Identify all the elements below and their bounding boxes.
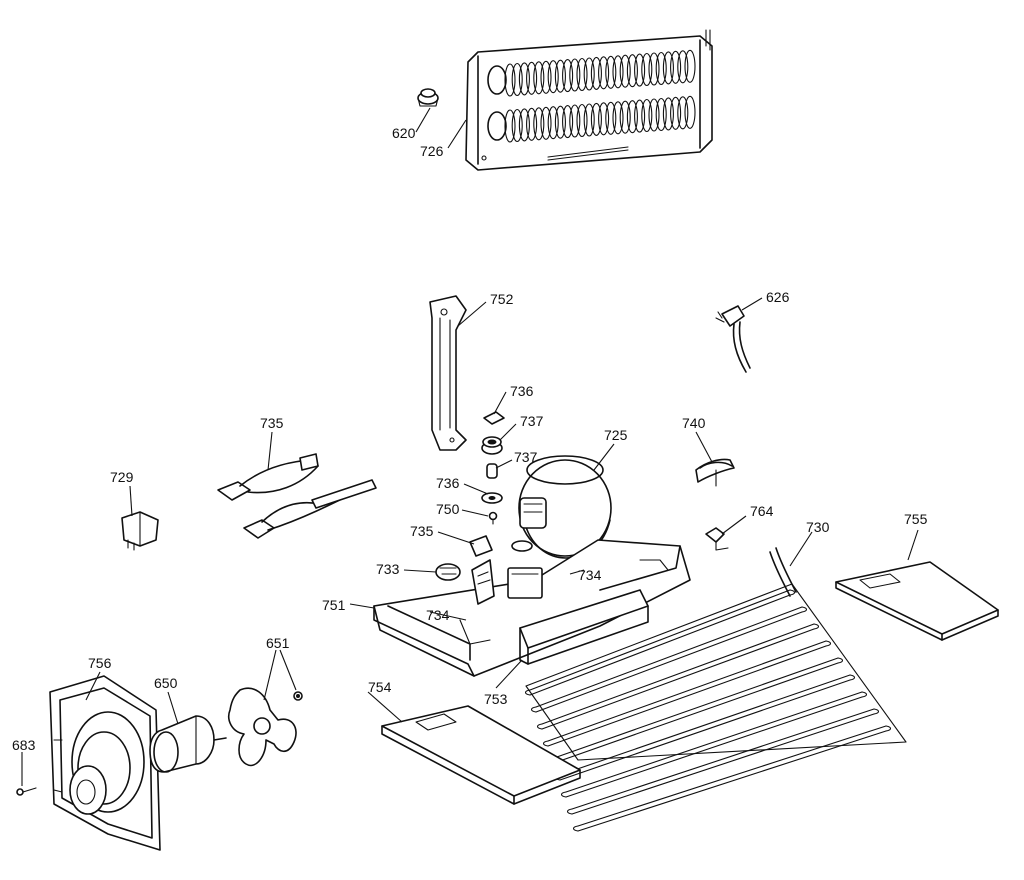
label-737-upper: 737 (520, 413, 544, 429)
label-754: 754 (368, 679, 392, 695)
overload-733 (435, 563, 461, 581)
grommet-736-upper (483, 411, 505, 425)
grommet-620 (417, 88, 439, 107)
panel-755 (835, 561, 999, 641)
label-736-upper: 736 (510, 383, 534, 399)
relay-729 (121, 511, 159, 551)
label-650: 650 (154, 675, 178, 691)
label-751: 751 (322, 597, 346, 613)
label-764: 764 (750, 503, 774, 519)
screw-750 (488, 511, 498, 525)
label-730: 730 (806, 519, 830, 535)
label-735-harness: 735 (260, 415, 284, 431)
condenser-coil-panel (465, 29, 713, 171)
label-725: 725 (604, 427, 628, 443)
label-626: 626 (766, 289, 790, 305)
label-755: 755 (904, 511, 928, 527)
label-756: 756 (88, 655, 112, 671)
label-753: 753 (484, 691, 508, 707)
label-750: 750 (436, 501, 460, 517)
label-740: 740 (682, 415, 706, 431)
base-pan-751 (373, 539, 691, 677)
sleeve-737-lower (486, 463, 498, 479)
label-734-right: 734 (578, 567, 602, 583)
fan-motor-650 (149, 715, 227, 773)
washer-736-lower (481, 492, 503, 504)
fan-blade-651 (228, 687, 297, 767)
fan-shroud-756 (49, 675, 161, 851)
rail-753 (519, 589, 649, 665)
condenser-grid-730 (524, 547, 907, 832)
cover-735-small (469, 535, 493, 557)
label-729: 729 (110, 469, 134, 485)
part-labels: 620 726 752 626 736 737 735 725 740 737 … (12, 125, 928, 753)
leader-lines (21, 107, 919, 786)
label-737-lower: 737 (514, 449, 538, 465)
label-752: 752 (490, 291, 514, 307)
clamp-764 (705, 527, 729, 551)
mount-737-upper (481, 436, 503, 455)
bracket-752 (429, 295, 467, 451)
label-733: 733 (376, 561, 400, 577)
label-683: 683 (12, 737, 36, 753)
label-735-cover: 735 (410, 523, 434, 539)
label-620: 620 (392, 125, 416, 141)
screw-683 (16, 787, 37, 796)
power-cord-626 (715, 305, 751, 373)
nut-651 (293, 691, 303, 701)
wiring-harness-735 (217, 453, 377, 539)
label-734-left: 734 (426, 607, 450, 623)
clip-740 (695, 458, 735, 487)
label-651: 651 (266, 635, 290, 651)
panel-754 (381, 705, 581, 805)
label-736-lower: 736 (436, 475, 460, 491)
label-726: 726 (420, 143, 444, 159)
